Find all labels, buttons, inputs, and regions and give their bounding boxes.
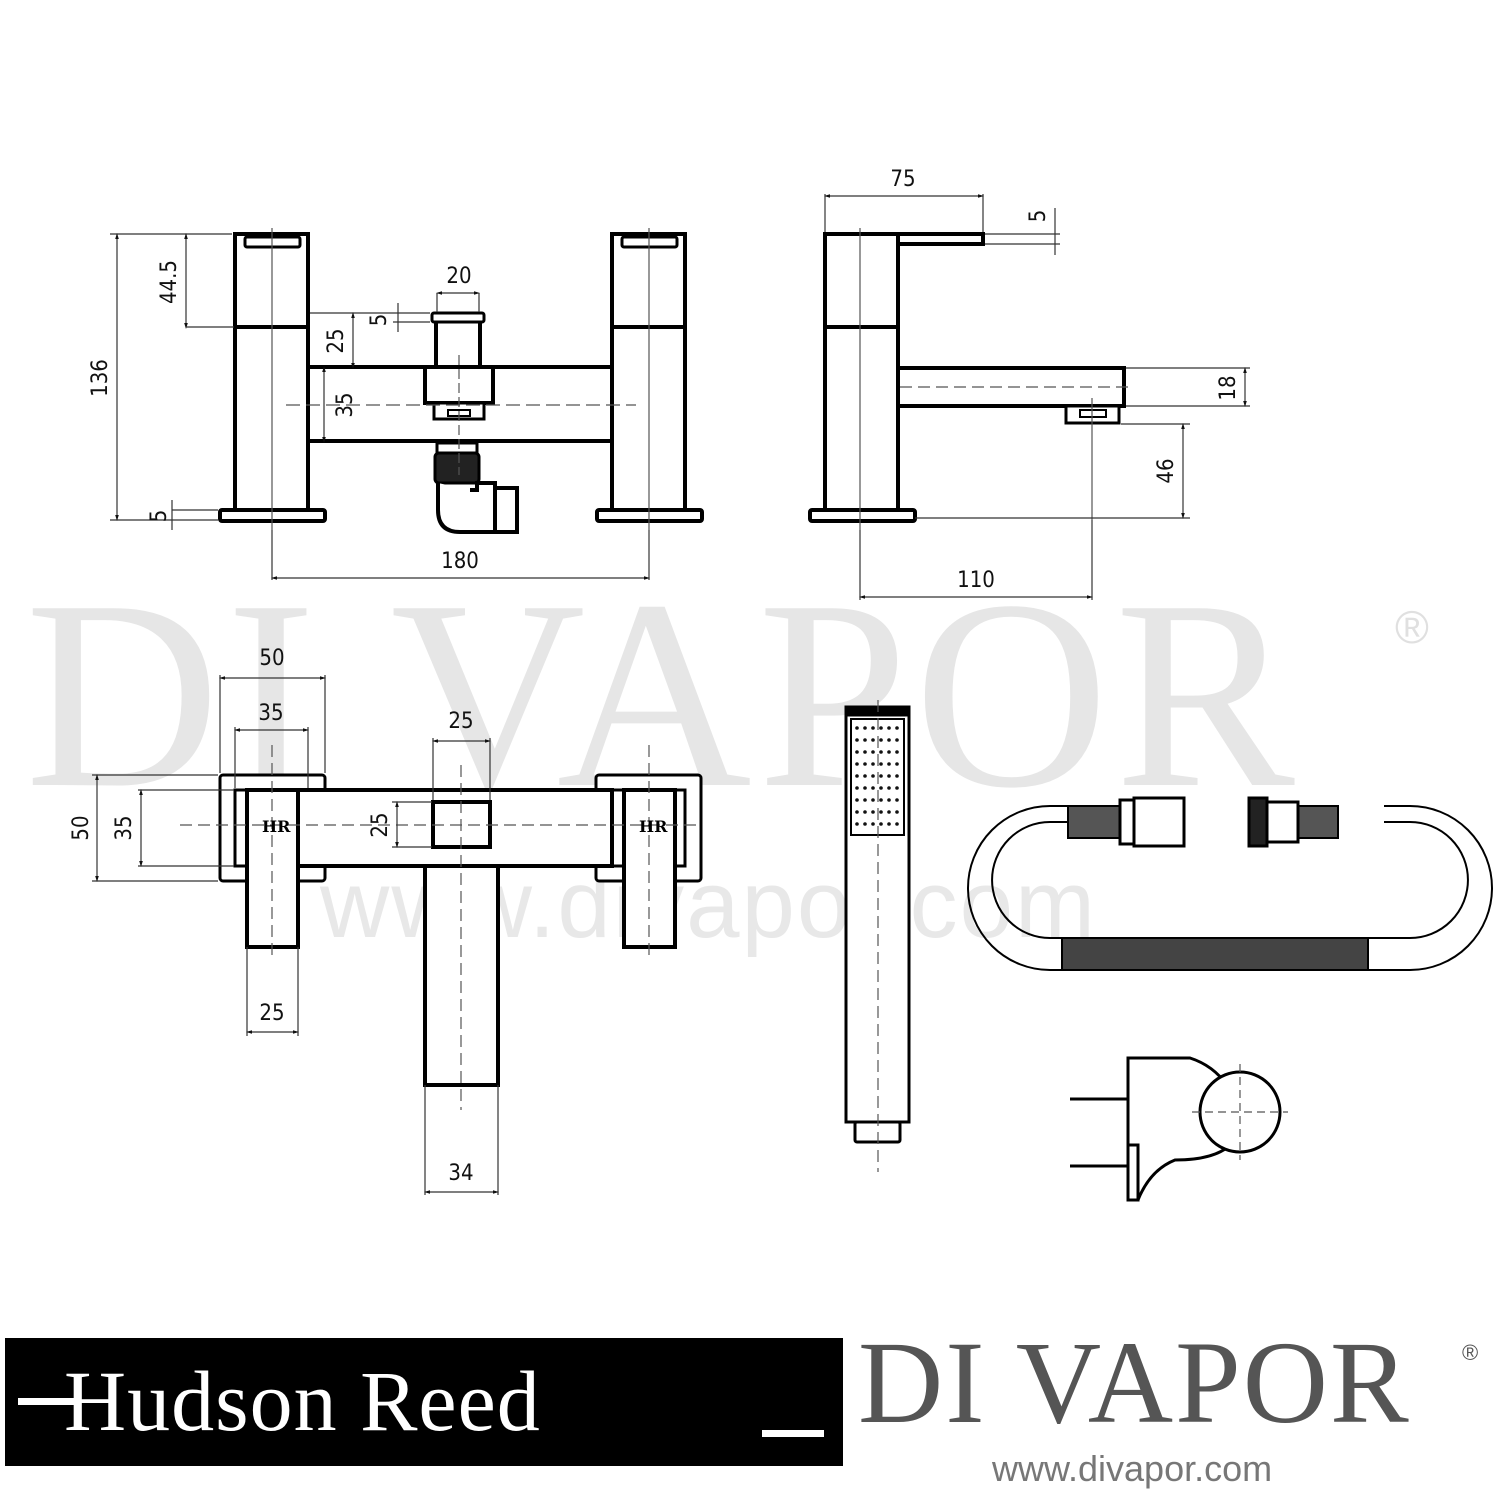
divapor-url: www.divapor.com [992, 1448, 1273, 1489]
dim-diverter-cap: 5 [367, 314, 392, 327]
hudson-reed-logo: Hudson Reed [64, 1353, 541, 1449]
front-view-dimensions [110, 233, 650, 580]
dim-handle-width: 25 [259, 1001, 284, 1026]
shower-hose [967, 796, 1493, 971]
dim-base-depth: 50 [69, 815, 94, 840]
hose-wall-bracket [1070, 1056, 1288, 1202]
plan-view: HR HR [180, 745, 703, 1110]
divapor-logo: DI VAPOR [858, 1317, 1411, 1448]
shower-handset [844, 700, 911, 1172]
front-view-labels: 136 44.5 5 25 5 20 35 180 [88, 260, 479, 574]
dim-body-width: 35 [258, 701, 283, 726]
handle-mark-right: HR [639, 817, 668, 836]
dim-diverter-width: 20 [446, 264, 471, 289]
dim-spout-clearance: 46 [1154, 458, 1179, 483]
dim-centres: 180 [441, 549, 479, 574]
hudson-reed-logo-left-bar [18, 1398, 80, 1405]
hudson-reed-logo-background [5, 1338, 843, 1466]
front-view [218, 228, 704, 534]
dim-spout-projection: 110 [957, 568, 995, 593]
hudson-reed-logo-right-bar [762, 1430, 824, 1437]
dim-handle-height: 44.5 [157, 260, 182, 304]
watermark-registered-mark: ® [1395, 601, 1429, 653]
dim-spout-width: 34 [448, 1161, 473, 1186]
dim-body-height: 35 [333, 392, 358, 417]
dim-base-width: 50 [259, 646, 284, 671]
dim-handle-length: 75 [890, 167, 915, 192]
dim-overall-height: 136 [88, 359, 113, 397]
side-view-dimensions [824, 194, 1250, 600]
dim-handle-thickness: 5 [1026, 210, 1051, 223]
dim-diverter-depth: 25 [368, 812, 393, 837]
divapor-registered-mark: ® [1462, 1340, 1479, 1365]
dim-diverter-height: 25 [324, 328, 349, 353]
plan-view-labels: 50 35 25 50 35 25 25 34 [69, 646, 474, 1186]
handle-mark-left: HR [262, 817, 291, 836]
dim-diverter-width-plan: 25 [448, 709, 473, 734]
dim-spout-height: 18 [1216, 375, 1241, 400]
side-view-labels: 75 5 18 46 110 [890, 167, 1241, 593]
dim-body-depth: 35 [112, 815, 137, 840]
dim-base-thickness: 5 [147, 510, 172, 523]
spray-nozzles [855, 726, 899, 826]
side-view [808, 228, 1130, 530]
plan-view-dimensions [92, 675, 499, 1195]
